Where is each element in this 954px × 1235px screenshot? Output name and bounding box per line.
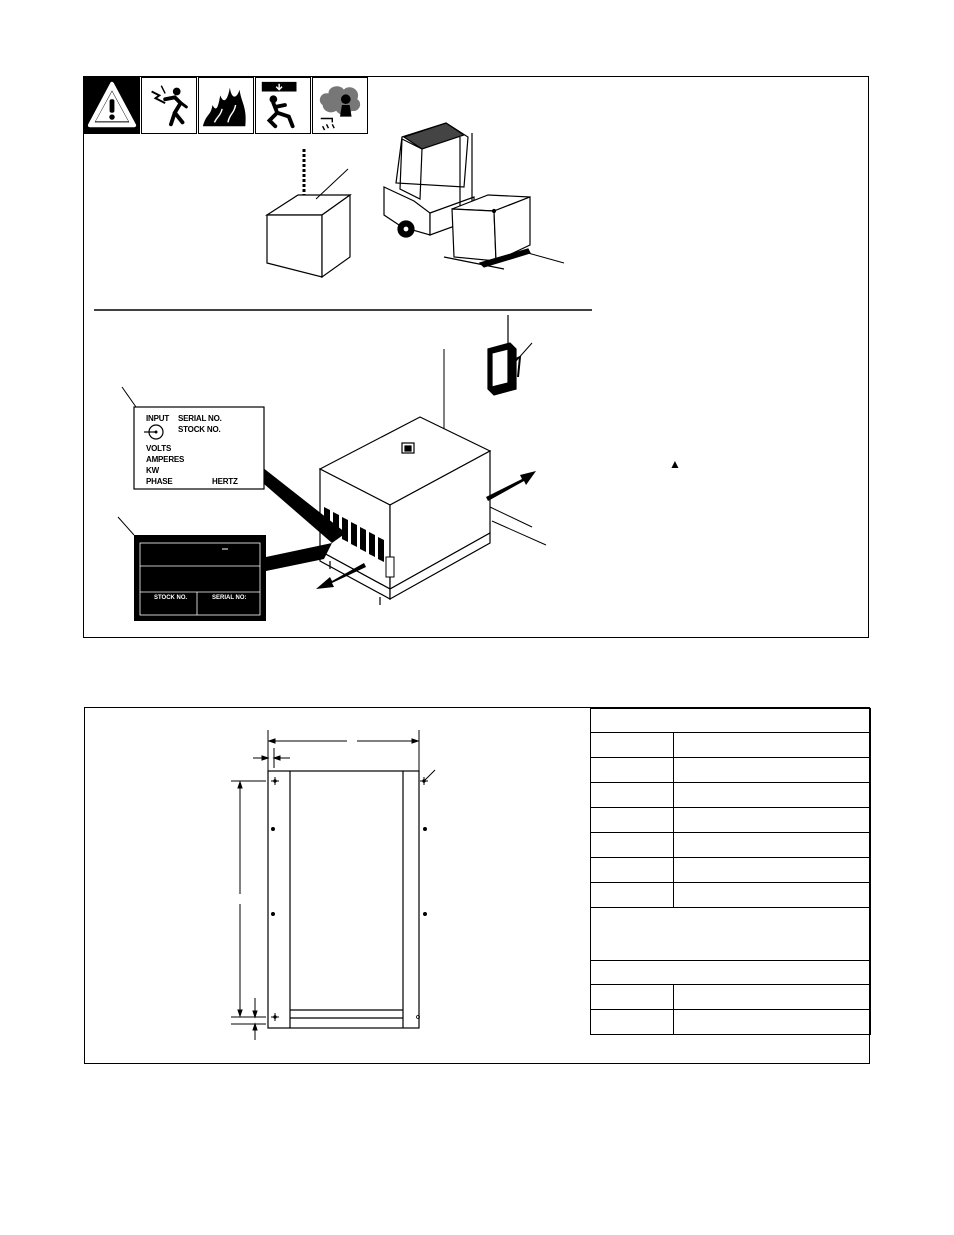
rating-input-label: INPUT [146, 414, 170, 423]
dimensions-table-value-cell [673, 984, 871, 1010]
mounting-holes [271, 777, 428, 1021]
dimensions-table-key-cell [590, 807, 674, 833]
falling-equipment-icon [255, 77, 311, 134]
rating-hertz-label: HERTZ [212, 477, 238, 486]
floor-line [489, 506, 533, 528]
dimensions-table-row [590, 732, 871, 758]
nameplate-leader-line [117, 516, 135, 536]
fumes-hazard-icon [312, 77, 368, 134]
nameplate-stock-no-label: STOCK NO. [154, 595, 188, 601]
dimensions-table-key-cell [590, 882, 674, 908]
dimensions-table-section-cell [590, 907, 871, 961]
airflow-in-arrow [316, 563, 366, 589]
fork-pocket-leader-line [527, 252, 565, 264]
power-source-unit-illustration [318, 416, 492, 605]
lift-eye-leader-line [315, 168, 349, 200]
dimensions-table-value-cell [673, 732, 871, 758]
fire-hazard-icon [198, 77, 254, 134]
note-triangle-icon: ▲ [669, 457, 681, 471]
base-dimension-drawing [231, 730, 436, 1040]
rating-volts-label: VOLTS [146, 444, 172, 453]
installation-illustration [94, 122, 592, 621]
dimensions-table-key-cell [590, 757, 674, 783]
dimensions-table-value-cell [673, 857, 871, 883]
dimensions-table [590, 708, 871, 1035]
dimensions-table-value-cell [673, 1009, 871, 1035]
rating-amperes-label: AMPERES [146, 455, 185, 464]
nameplate-pointer [266, 543, 332, 571]
dimensions-table-section-cell [590, 708, 871, 733]
rating-kw-label: KW [146, 466, 159, 475]
dimensions-table-row [590, 782, 871, 808]
side-panel-window [385, 556, 395, 578]
dimensions-table-row [590, 907, 871, 961]
dimensions-table-value-cell [673, 882, 871, 908]
dimensions-table-row [590, 832, 871, 858]
nameplate-serial-no-label: SERIAL NO: [212, 595, 247, 601]
dimensions-table-row [590, 882, 871, 908]
dimensions-table-key-cell [590, 1009, 674, 1035]
disconnect-switch-illustration [487, 315, 522, 396]
dimensions-table-key-cell [590, 732, 674, 758]
dimensions-table-value-cell [673, 807, 871, 833]
rating-label-pointer [256, 467, 346, 543]
warning-triangle-icon [84, 77, 140, 134]
dimensions-table-row [590, 757, 871, 783]
rating-serial-no-label: SERIAL NO. [178, 414, 222, 423]
dimensions-table-row [590, 708, 871, 733]
rating-stock-no-label: STOCK NO. [178, 425, 221, 434]
nameplate-box [134, 535, 266, 621]
electric-shock-icon [141, 77, 197, 134]
rating-phase-label: PHASE [146, 477, 173, 486]
dimensions-table-row [590, 807, 871, 833]
airflow-out-arrow [486, 471, 536, 501]
forklift-illustration [383, 122, 531, 270]
installation-panel: INPUT SERIAL NO. STOCK NO. VOLTS AMPERES… [83, 76, 869, 638]
clearance-leader-line [491, 520, 547, 546]
dimensions-table-value-cell [673, 782, 871, 808]
rating-label-box [133, 406, 265, 490]
dimensions-table-section-cell [590, 960, 871, 985]
dimensions-table-value-cell [673, 757, 871, 783]
dimensions-table-key-cell [590, 832, 674, 858]
disconnect-leader-line [515, 342, 533, 362]
dimensions-table-key-cell [590, 984, 674, 1010]
rating-label-leader-line [121, 386, 137, 408]
dimensions-table-key-cell [590, 782, 674, 808]
dimensions-panel [84, 707, 871, 1064]
hoisted-unit-illustration [264, 193, 352, 279]
dimensions-table-row [590, 984, 871, 1010]
dimensions-table-row [590, 1009, 871, 1035]
dimensions-table-row [590, 857, 871, 883]
dimensions-table-row [590, 960, 871, 985]
dimensions-table-key-cell [590, 857, 674, 883]
dimensions-table-value-cell [673, 832, 871, 858]
